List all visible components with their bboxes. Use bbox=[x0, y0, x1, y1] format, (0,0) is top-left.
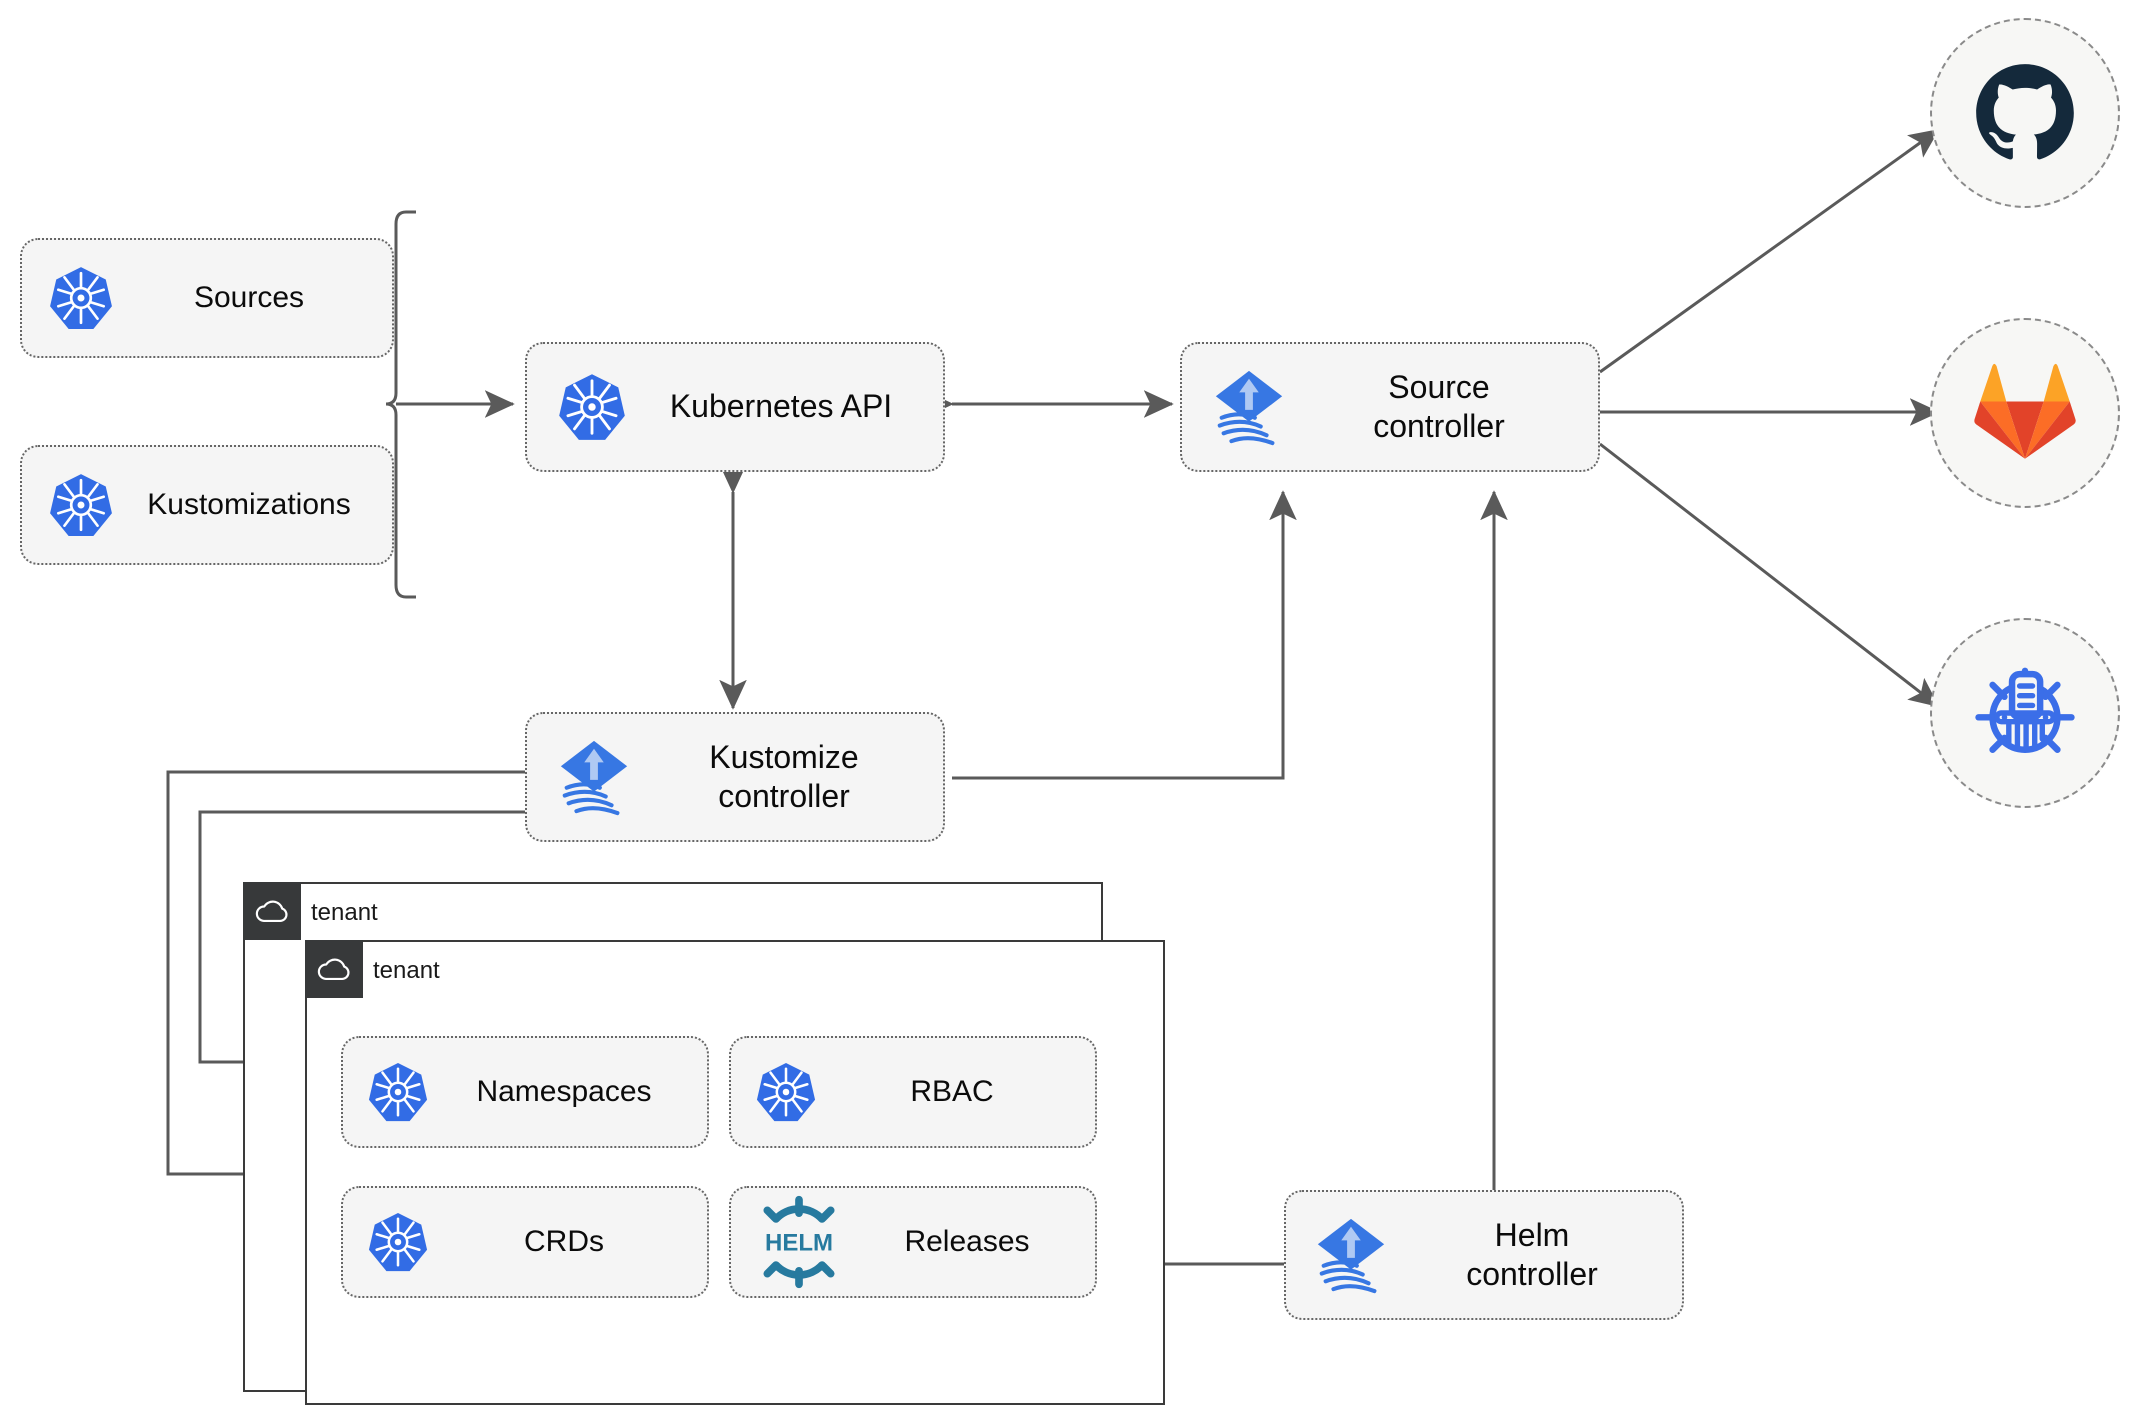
helm-icon: HELM bbox=[751, 1194, 847, 1290]
kubernetes-icon bbox=[557, 372, 627, 442]
node-label: Releases bbox=[904, 1224, 1030, 1258]
tenant-label: tenant bbox=[373, 957, 440, 984]
node-source-controller[interactable]: Source controller bbox=[1180, 342, 1600, 472]
arrow-source-github bbox=[1599, 128, 1940, 374]
node-rbac[interactable]: RBAC bbox=[729, 1036, 1097, 1148]
helm-wordmark: HELM bbox=[765, 1230, 833, 1257]
node-label: Source controller bbox=[1373, 368, 1505, 444]
node-label: CRDs bbox=[524, 1224, 604, 1258]
node-label: Namespaces bbox=[476, 1074, 652, 1108]
bucket-icon bbox=[1971, 659, 2079, 767]
kubernetes-icon bbox=[367, 1211, 429, 1273]
arrow-kustomize-source bbox=[952, 490, 1297, 780]
provider-bucket[interactable] bbox=[1930, 618, 2120, 808]
flux-icon bbox=[1210, 367, 1288, 447]
node-crds[interactable]: CRDs bbox=[341, 1186, 709, 1298]
flux-icon bbox=[555, 737, 633, 817]
cloud-icon bbox=[242, 881, 301, 940]
node-kustomizations[interactable]: Kustomizations bbox=[20, 445, 394, 565]
tenant-label: tenant bbox=[311, 899, 378, 926]
provider-github[interactable] bbox=[1930, 18, 2120, 208]
node-kubernetes-api[interactable]: Kubernetes API bbox=[525, 342, 945, 472]
flux-icon bbox=[1312, 1215, 1390, 1295]
node-kustomize-controller[interactable]: Kustomize controller bbox=[525, 712, 945, 842]
node-label: Kubernetes API bbox=[669, 388, 893, 425]
node-label: Helm controller bbox=[1466, 1216, 1598, 1292]
tenant-front[interactable]: tenant bbox=[304, 939, 1165, 1405]
node-label: RBAC bbox=[910, 1074, 994, 1108]
cloud-icon bbox=[304, 939, 363, 998]
node-namespaces[interactable]: Namespaces bbox=[341, 1036, 709, 1148]
provider-gitlab[interactable] bbox=[1930, 318, 2120, 508]
kubernetes-icon bbox=[367, 1061, 429, 1123]
kubernetes-icon bbox=[755, 1061, 817, 1123]
node-label: Kustomizations bbox=[147, 487, 351, 521]
kubernetes-icon bbox=[48, 265, 114, 331]
node-sources[interactable]: Sources bbox=[20, 238, 394, 358]
gitlab-icon bbox=[1973, 363, 2077, 463]
node-helm-controller[interactable]: Helm controller bbox=[1284, 1190, 1684, 1320]
kubernetes-icon bbox=[48, 472, 114, 538]
github-icon bbox=[1973, 61, 2077, 165]
node-releases[interactable]: HELM Releases bbox=[729, 1186, 1097, 1298]
arrow-source-bucket bbox=[1599, 442, 1940, 708]
node-label: Kustomize controller bbox=[709, 738, 859, 814]
node-label: Sources bbox=[193, 280, 305, 314]
